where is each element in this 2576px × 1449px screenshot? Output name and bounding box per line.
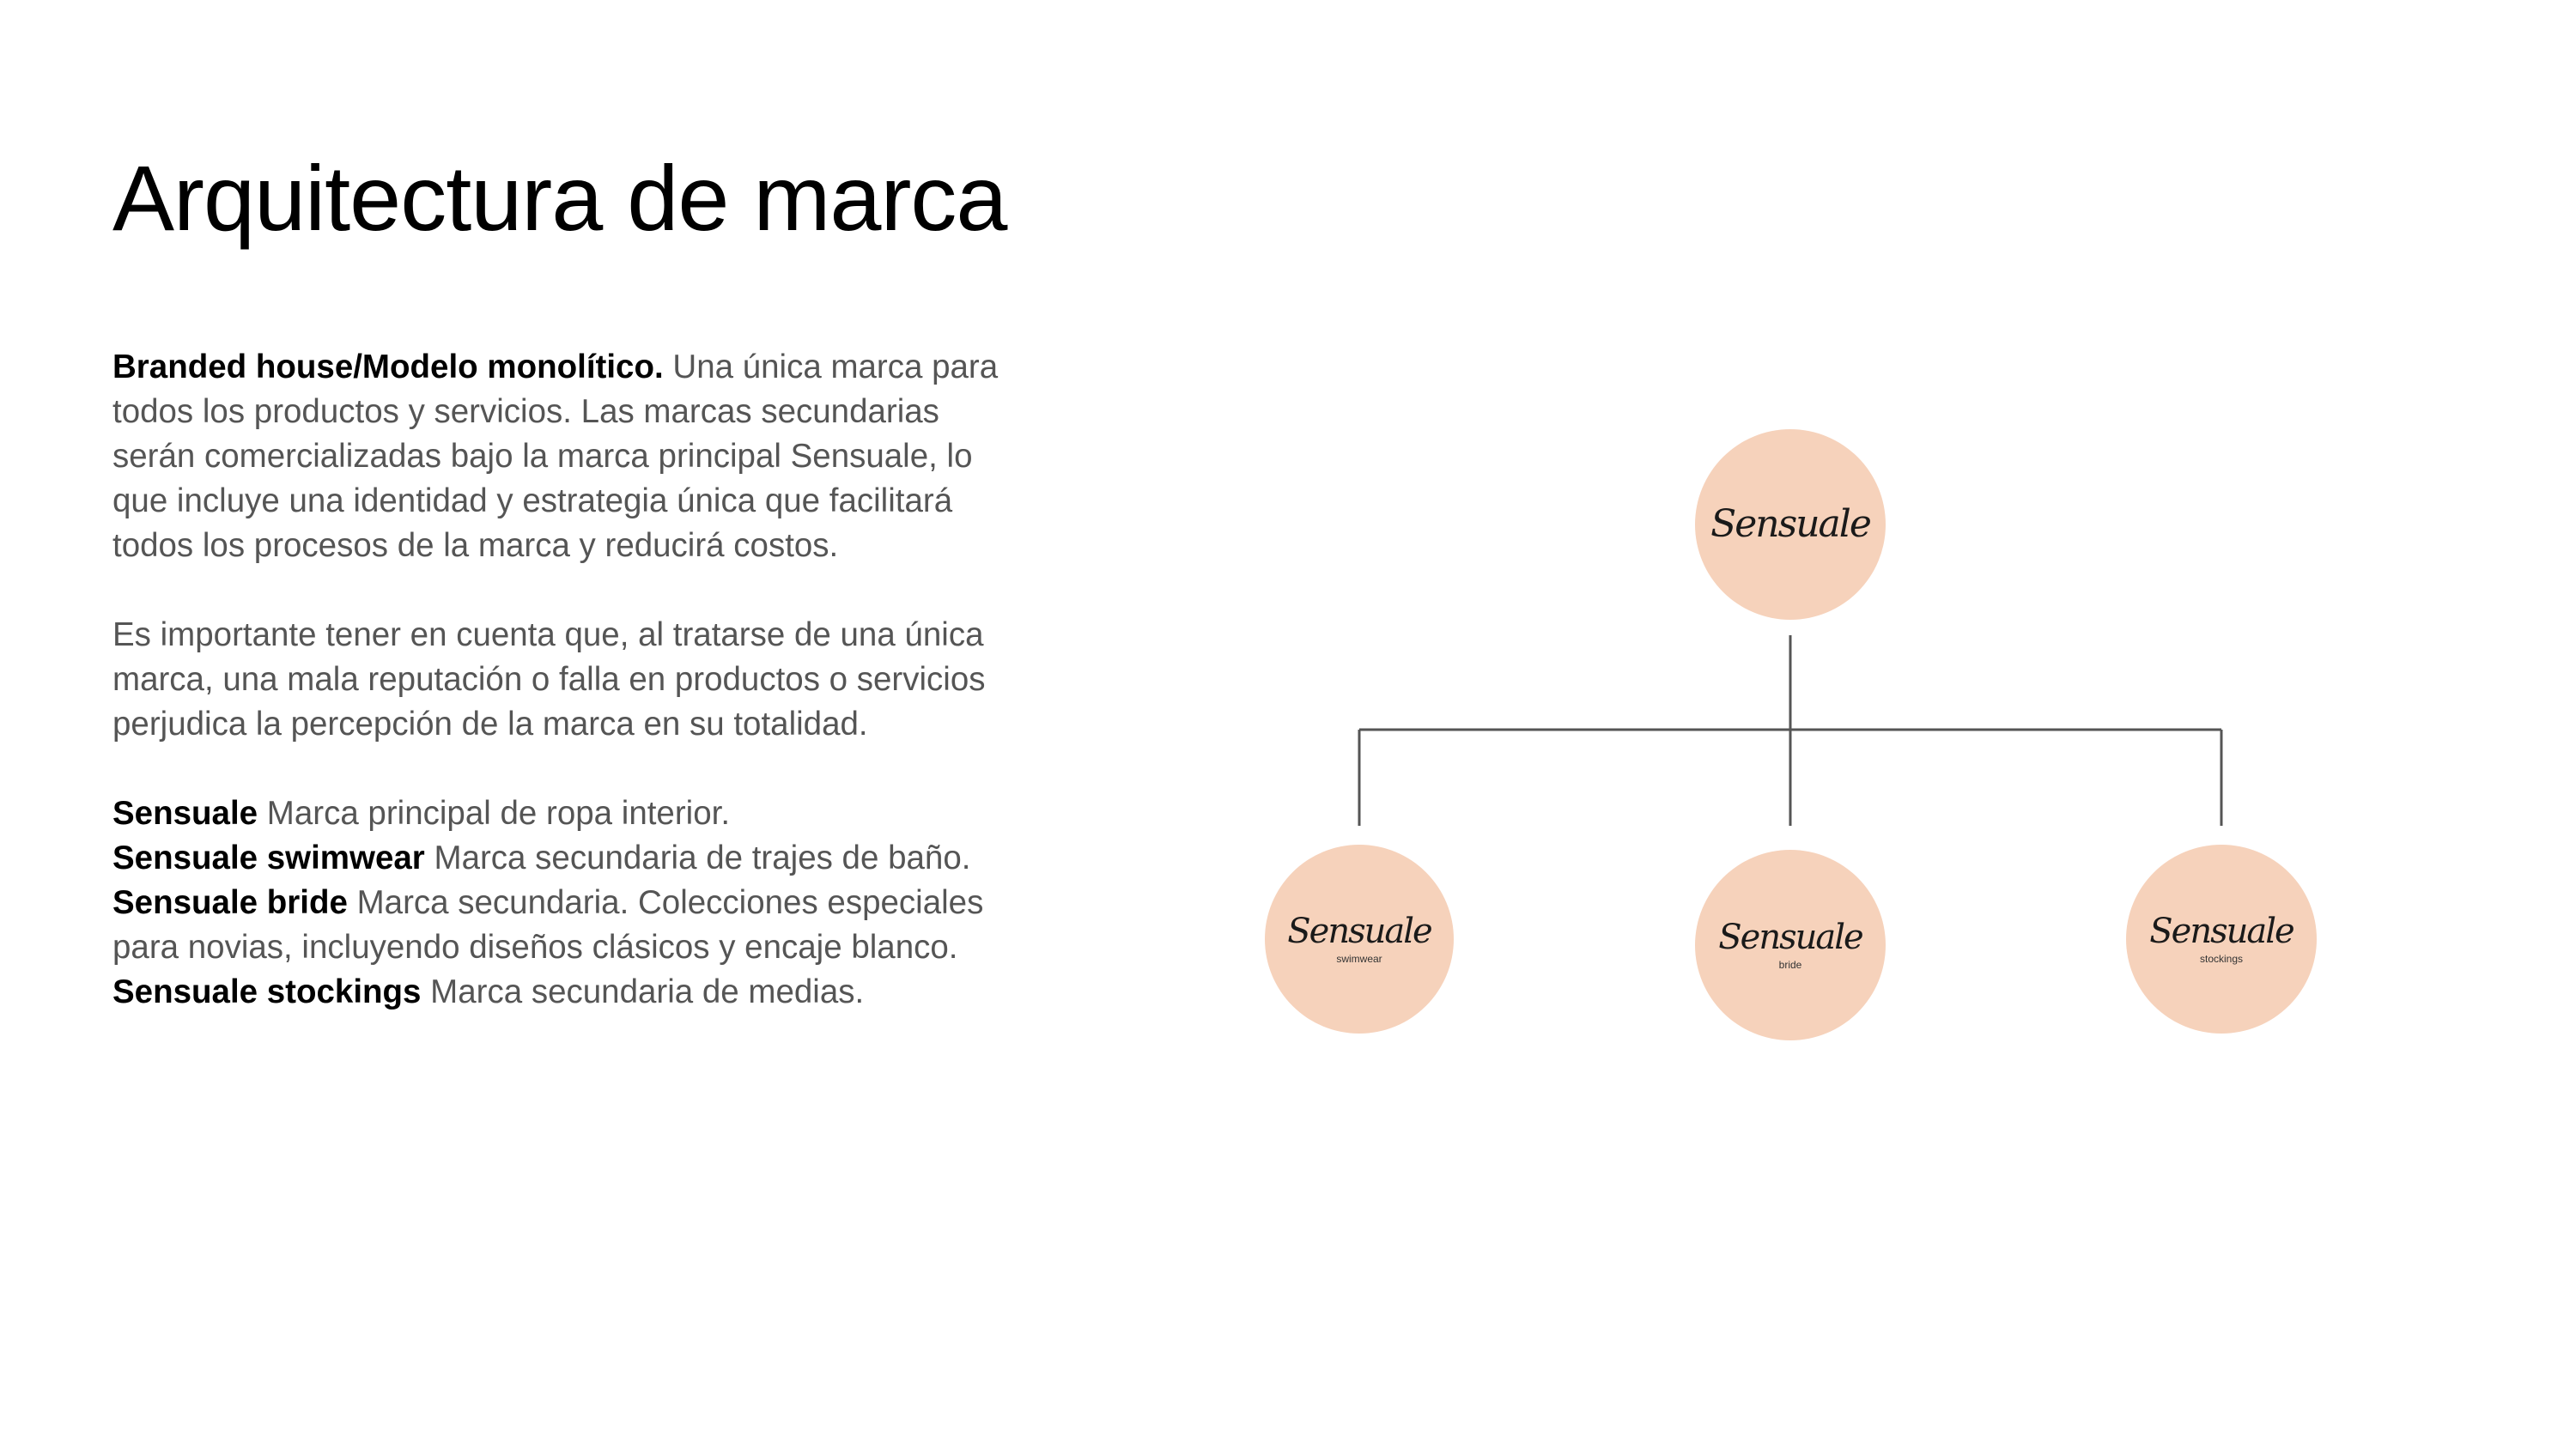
- brand-desc: Marca secundaria de medias.: [421, 973, 865, 1010]
- brand-name: Sensuale swimwear: [112, 840, 425, 876]
- brand-item-sensuale: Sensuale Marca principal de ropa interio…: [112, 791, 1023, 836]
- brand-node-swimwear: Sensuale swimwear: [1265, 845, 1454, 1034]
- brand-name: Sensuale stockings: [112, 973, 422, 1010]
- brand-name: Sensuale bride: [112, 884, 348, 921]
- intro-lead: Branded house/Modelo monolítico.: [112, 349, 664, 385]
- note-paragraph: Es importante tener en cuenta que, al tr…: [112, 616, 986, 743]
- brand-desc: Marca secundaria. Colecciones especiales…: [112, 884, 984, 966]
- brand-desc: Marca principal de ropa interior.: [258, 795, 731, 832]
- brand-item-bride: Sensuale bride Marca secundaria. Colecci…: [112, 881, 1023, 970]
- brand-item-stockings: Sensuale stockings Marca secundaria de m…: [112, 970, 1023, 1015]
- intro-text: Una única marca para todos los productos…: [112, 349, 999, 564]
- sensuale-logo-text: Sensuale: [1710, 502, 1872, 546]
- brand-item-swimwear: Sensuale swimwear Marca secundaria de tr…: [112, 836, 1023, 881]
- brand-node-bride: Sensuale bride: [1695, 850, 1886, 1040]
- sub-brand-label: stockings: [2199, 953, 2244, 965]
- diagram-connectors: [1358, 635, 2223, 826]
- sensuale-logo-text: Sensuale: [2149, 912, 2294, 951]
- brand-node-stockings: Sensuale stockings: [2126, 845, 2317, 1034]
- intro-paragraph: Branded house/Modelo monolítico. Una úni…: [112, 345, 1023, 568]
- sensuale-logo-text: Sensuale: [1718, 918, 1863, 957]
- sub-brand-label: swimwear: [1336, 953, 1382, 965]
- slide-title: Arquitectura de marca: [112, 146, 1007, 250]
- brand-architecture-diagram: Sensuale Sensuale swimwear Sensuale brid…: [1236, 412, 2353, 1064]
- brand-name: Sensuale: [112, 795, 258, 832]
- sensuale-logo-text: Sensuale: [1287, 912, 1432, 951]
- text-column: Branded house/Modelo monolítico. Una úni…: [112, 345, 1023, 1015]
- brand-desc: Marca secundaria de trajes de baño.: [424, 840, 971, 876]
- brand-list: Sensuale Marca principal de ropa interio…: [112, 791, 1023, 1015]
- root-brand-node: Sensuale: [1695, 429, 1886, 620]
- connector-lines: [1358, 635, 2223, 826]
- sub-brand-label: bride: [1778, 959, 1802, 971]
